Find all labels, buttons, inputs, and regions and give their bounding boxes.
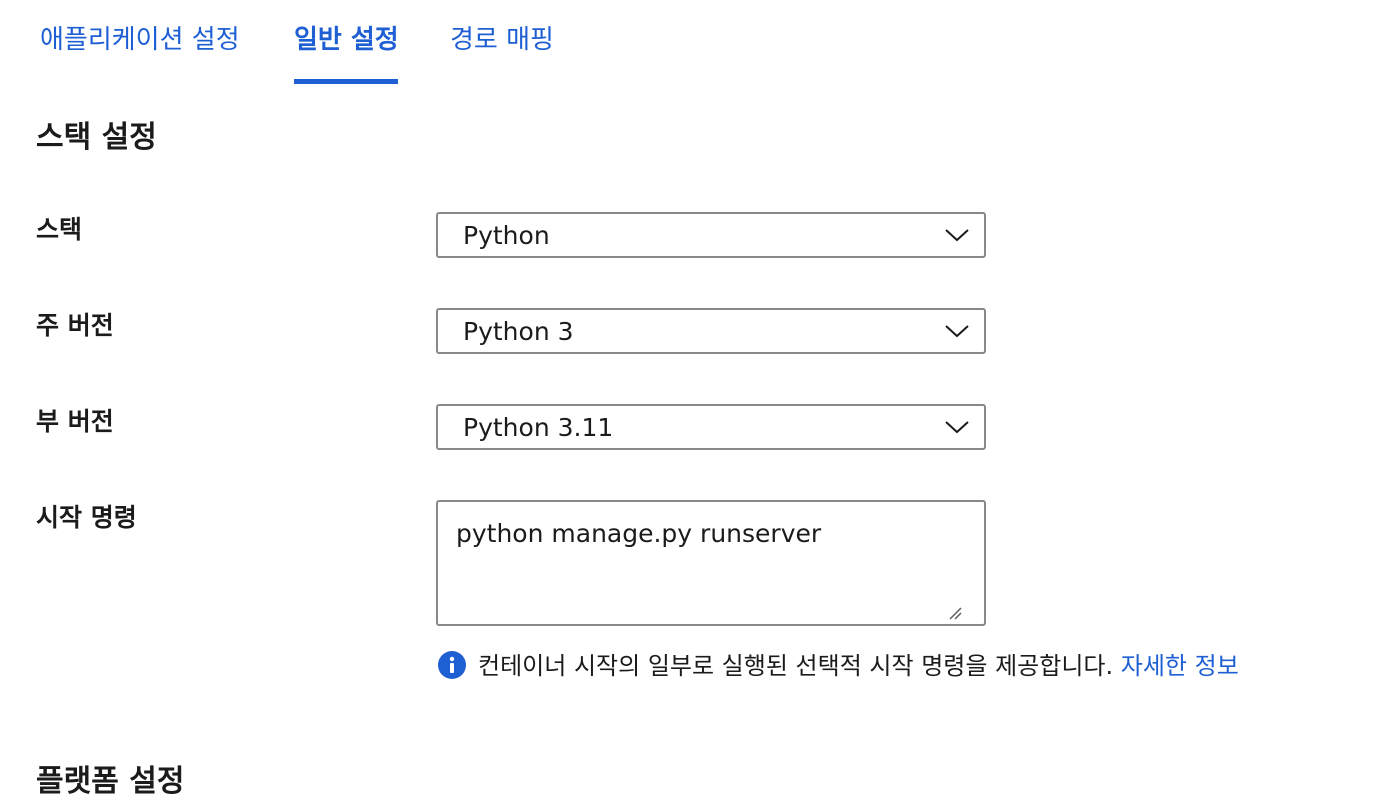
- major-version-label: 주 버전: [36, 311, 114, 340]
- minor-version-dropdown-value: Python 3.11: [463, 413, 614, 442]
- major-version-dropdown-value: Python 3: [463, 317, 574, 346]
- stack-label: 스택: [36, 215, 83, 244]
- minor-version-dropdown[interactable]: Python 3.11: [436, 404, 986, 450]
- help-text-container: 컨테이너 시작의 일부로 실행된 선택적 시작 명령을 제공합니다. 자세한 정…: [478, 648, 1239, 684]
- tab-bar: 애플리케이션 설정 일반 설정 경로 매핑: [0, 0, 1384, 84]
- minor-version-label: 부 버전: [36, 407, 114, 436]
- startup-command-label: 시작 명령: [36, 503, 137, 532]
- active-tab-indicator: [294, 79, 398, 84]
- info-icon: [438, 651, 466, 679]
- section-title-stack-settings: 스택 설정: [36, 120, 157, 155]
- learn-more-link[interactable]: 자세한 정보: [1120, 652, 1239, 680]
- tab-path-mappings[interactable]: 경로 매핑: [450, 25, 554, 55]
- tab-general-settings[interactable]: 일반 설정: [294, 25, 399, 55]
- chevron-down-icon: [945, 421, 969, 434]
- startup-command-textarea[interactable]: python manage.py runserver: [436, 500, 986, 626]
- section-title-platform-settings: 플랫폼 설정: [36, 764, 185, 799]
- resize-grip-icon[interactable]: [948, 606, 962, 620]
- chevron-down-icon: [945, 325, 969, 338]
- stack-dropdown-value: Python: [463, 221, 550, 250]
- tab-application-settings[interactable]: 애플리케이션 설정: [40, 25, 240, 55]
- stack-dropdown[interactable]: Python: [436, 212, 986, 258]
- major-version-dropdown[interactable]: Python 3: [436, 308, 986, 354]
- chevron-down-icon: [945, 229, 969, 242]
- help-text: 컨테이너 시작의 일부로 실행된 선택적 시작 명령을 제공합니다.: [478, 652, 1114, 680]
- startup-command-value: python manage.py runserver: [456, 519, 822, 548]
